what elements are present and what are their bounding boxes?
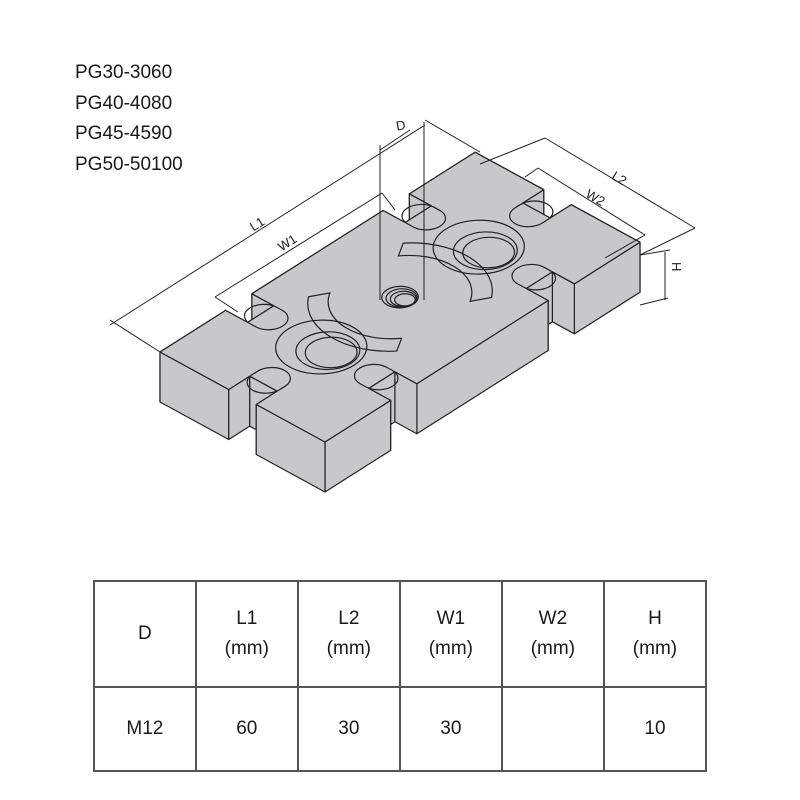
table-cell: 10 — [602, 686, 708, 772]
isometric-drawing: D L1 W1 L2 W2 H — [109, 117, 696, 493]
mounting-slot — [394, 200, 453, 235]
dim-label-w2: W2 — [583, 186, 607, 209]
header-cell: W1(mm) — [398, 580, 503, 688]
table-cell: 60 — [194, 686, 299, 772]
mounting-slot — [502, 196, 561, 231]
counterbore-hole — [257, 309, 386, 385]
table-cell: 30 — [398, 686, 503, 772]
header-cell: H(mm) — [602, 580, 708, 688]
table-cell: 30 — [296, 686, 401, 772]
dim-label-l1: L1 — [247, 214, 267, 234]
header-cell: L1(mm) — [194, 580, 299, 688]
mounting-slot — [237, 300, 296, 335]
counterbore-step — [440, 224, 530, 277]
dim-label-w1: W1 — [275, 231, 299, 254]
threaded-hole — [390, 291, 419, 308]
mounting-slot — [347, 360, 406, 395]
model-list: PG30-3060 PG40-4080 PG45-4590 PG50-50100 — [75, 58, 183, 180]
top-face — [159, 151, 641, 443]
through-hole — [295, 331, 368, 374]
table-header-row: D L1(mm) L2(mm) W1(mm) W2(mm) H(mm) — [93, 580, 708, 688]
counterbore-hole — [414, 209, 543, 285]
arc-slot — [285, 288, 416, 362]
counterbore-step — [283, 324, 373, 377]
dimension-lines — [109, 119, 696, 353]
table-row: M12 60 30 30 10 — [93, 686, 708, 772]
dim-label-d: D — [395, 117, 407, 133]
dim-label-l2: L2 — [609, 168, 629, 188]
model-name: PG40-4080 — [75, 92, 173, 114]
top-features — [182, 165, 619, 429]
header-cell: W2(mm) — [500, 580, 605, 688]
dim-label-h: H — [669, 262, 684, 271]
mounting-slot — [504, 260, 563, 295]
model-name: PG50-50100 — [75, 153, 183, 175]
table-cell: M12 — [93, 686, 197, 772]
model-name: PG45-4590 — [75, 123, 173, 144]
plate-body — [159, 151, 641, 493]
mounting-slot — [239, 363, 298, 398]
header-cell: L2(mm) — [296, 580, 401, 688]
through-hole — [452, 231, 525, 274]
arc-slot — [385, 231, 516, 305]
table-cell — [500, 686, 605, 772]
spec-table: D L1(mm) L2(mm) W1(mm) W2(mm) H(mm) M12 … — [93, 580, 708, 772]
model-name: PG30-3060 — [75, 62, 173, 83]
header-cell: D — [93, 580, 197, 688]
